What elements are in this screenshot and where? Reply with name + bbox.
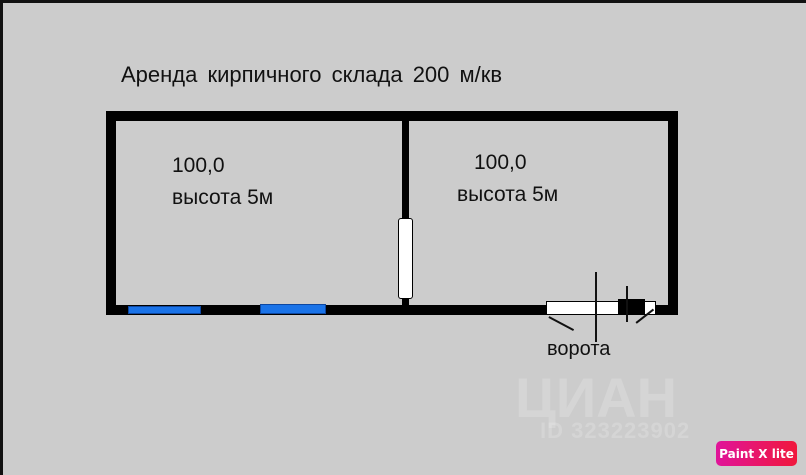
wall-top xyxy=(106,111,678,121)
room-2-height: высота 5м xyxy=(457,182,559,206)
gate-swing-left xyxy=(548,316,575,331)
wall-left xyxy=(106,111,116,315)
room-2-label: 100,0 высота 5м xyxy=(457,147,558,210)
room-1-height: высота 5м xyxy=(172,185,274,209)
room-1-area: 100,0 xyxy=(172,154,225,177)
plan-title: Аренда кирпичного склада 200 м/кв xyxy=(121,62,503,87)
window-2 xyxy=(260,304,326,314)
paint-x-lite-badge: Paint X lite xyxy=(716,441,797,466)
room-2-area: 100,0 xyxy=(474,151,527,174)
watermark-brand: ЦИАН xyxy=(515,366,678,429)
image-border-top xyxy=(0,0,806,3)
gate-marker-line xyxy=(595,272,597,342)
wall-bottom xyxy=(106,305,678,315)
image-border-left xyxy=(0,0,3,475)
room-1-label: 100,0 высота 5м xyxy=(172,150,273,213)
partition-wall xyxy=(402,121,409,309)
wall-right xyxy=(668,111,678,315)
watermark-id: ID 323223902 xyxy=(540,418,691,443)
interior-door xyxy=(398,218,413,299)
window-1 xyxy=(128,306,201,314)
gate-marker-short xyxy=(626,286,628,322)
gate-label: ворота xyxy=(547,338,611,360)
gate-mechanism xyxy=(618,299,645,315)
